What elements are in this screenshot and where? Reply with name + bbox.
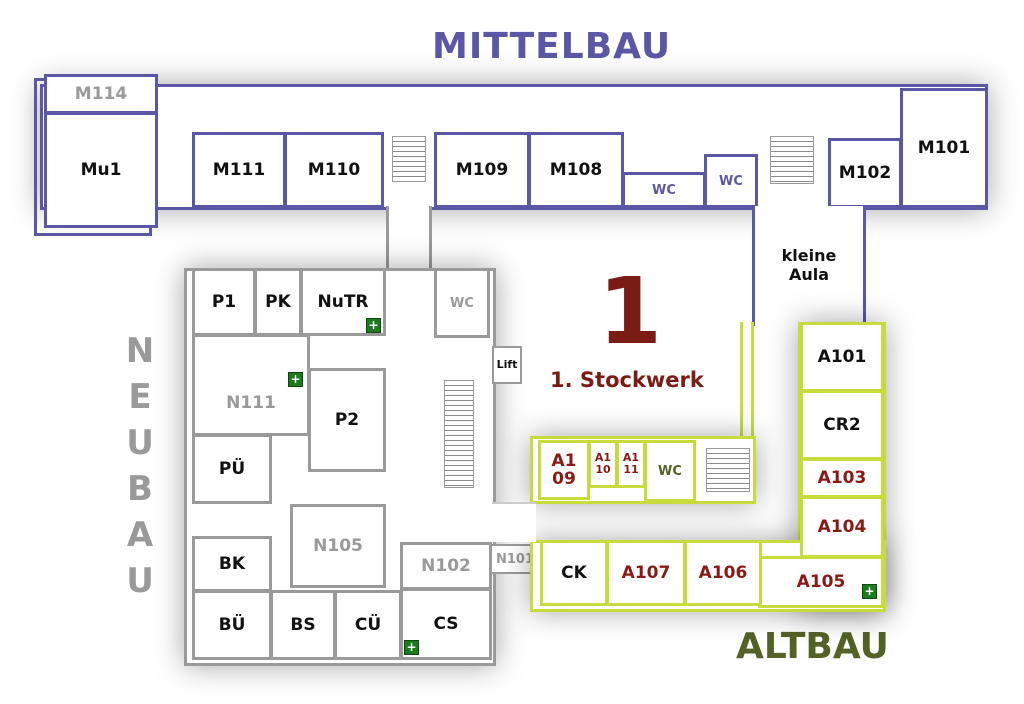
room-kleine-aula[interactable]: kleine Aula [781, 246, 837, 284]
room-m110[interactable]: M110 [284, 132, 384, 208]
first-aid-icon: + [288, 372, 303, 387]
neubau-title: N E U B A U [122, 328, 158, 604]
altbau-title: ALTBAU [736, 626, 889, 667]
first-aid-icon: + [862, 584, 877, 599]
room-wc-mittelbau-2[interactable]: WC [704, 154, 758, 208]
room-wc-neubau[interactable]: WC [434, 268, 490, 338]
mittelbau-neubau-connector [386, 206, 432, 270]
room-cr2[interactable]: CR2 [800, 390, 884, 460]
neubau-letter: U [126, 561, 154, 601]
room-m109[interactable]: M109 [434, 132, 530, 208]
room-wc-mittelbau-1[interactable]: WC [622, 172, 706, 208]
room-bue[interactable]: BÜ [192, 590, 272, 660]
room-cue[interactable]: CÜ [334, 590, 402, 660]
neubau-altbau-connector [492, 502, 536, 542]
room-m108[interactable]: M108 [528, 132, 624, 208]
room-a109[interactable]: A1 09 [538, 440, 590, 500]
neubau-letter: N [125, 331, 155, 371]
room-m111[interactable]: M111 [192, 132, 286, 208]
room-a106[interactable]: A106 [684, 540, 762, 606]
room-a107[interactable]: A107 [606, 540, 686, 606]
room-mu1[interactable]: Mu1 [44, 112, 158, 228]
elevator[interactable]: Lift [492, 346, 522, 384]
mittelbau-title: MITTELBAU [432, 26, 672, 67]
room-a104[interactable]: A104 [800, 496, 884, 558]
mittelbau-corridor-inner [158, 90, 900, 130]
room-a110[interactable]: A1 10 [588, 440, 618, 488]
stairs-icon [770, 136, 814, 184]
kleine-aula-area [752, 206, 866, 326]
neubau-letter: U [126, 423, 154, 463]
room-wc-altbau[interactable]: WC [644, 440, 696, 502]
room-m114[interactable]: M114 [44, 74, 158, 114]
room-a105[interactable]: A105 [758, 556, 884, 608]
stairs-icon [706, 448, 750, 492]
room-a101[interactable]: A101 [800, 322, 884, 392]
room-pue[interactable]: PÜ [192, 434, 272, 504]
room-m102[interactable]: M102 [828, 138, 902, 208]
room-p1[interactable]: P1 [192, 268, 256, 336]
room-pk[interactable]: PK [254, 268, 302, 336]
first-aid-icon: + [366, 318, 381, 333]
room-bk[interactable]: BK [192, 536, 272, 592]
neubau-letter: A [126, 515, 154, 555]
room-ck[interactable]: CK [540, 540, 608, 606]
room-n105[interactable]: N105 [290, 504, 386, 588]
stairs-icon [392, 136, 426, 182]
room-bs[interactable]: BS [270, 590, 336, 660]
floor-number: 1 [598, 258, 663, 365]
room-m101[interactable]: M101 [900, 88, 988, 208]
floor-label: 1. Stockwerk [550, 368, 704, 392]
room-a103[interactable]: A103 [800, 458, 884, 498]
room-n102[interactable]: N102 [400, 542, 492, 590]
stairs-icon [444, 380, 474, 488]
room-a111[interactable]: A1 11 [616, 440, 646, 488]
room-p2[interactable]: P2 [308, 368, 386, 472]
first-aid-icon: + [404, 640, 419, 655]
altbau-corridor-line [740, 322, 754, 440]
neubau-letter: E [128, 377, 152, 417]
room-cs[interactable]: CS [400, 588, 492, 660]
neubau-letter: B [127, 469, 153, 509]
